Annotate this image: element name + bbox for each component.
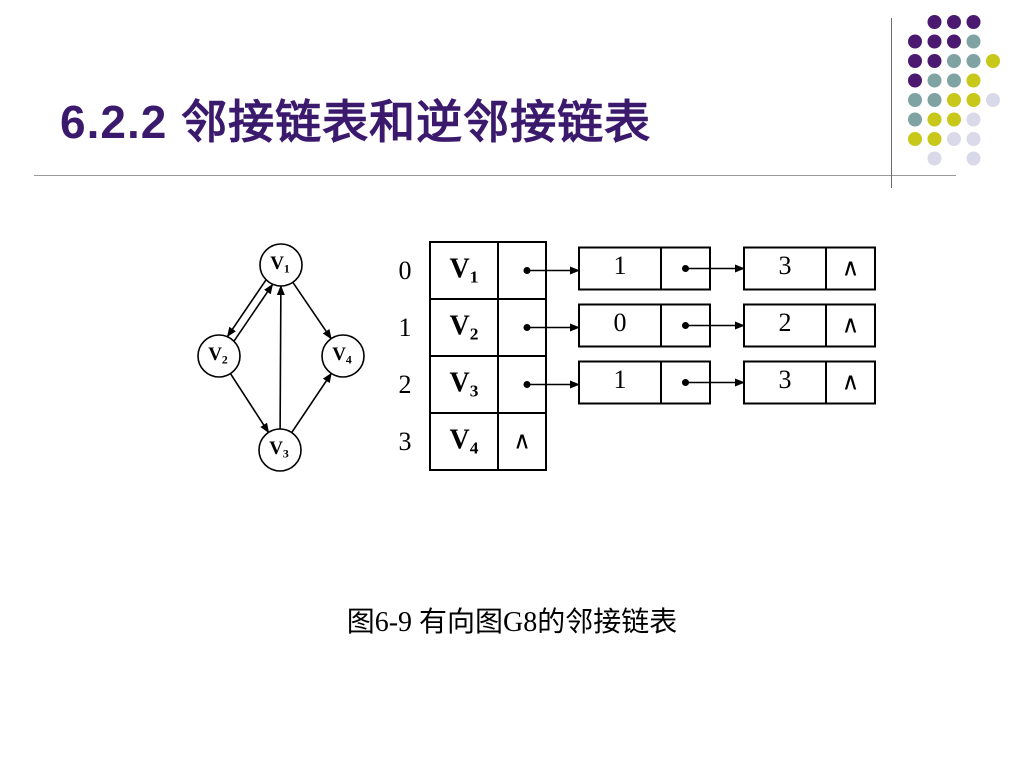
edge-v3-v1 [276, 284, 285, 430]
dot-teal [927, 73, 942, 88]
vertex-node-v1 [259, 243, 303, 287]
null-terminator: ∧ [842, 256, 860, 282]
dot-yellow [986, 54, 1000, 68]
list-node-next-cell [825, 303, 876, 348]
dot-lavender [947, 132, 961, 146]
list-node-data-cell [743, 360, 827, 405]
dot-yellow [966, 93, 981, 107]
vertex-node-v3 [258, 428, 302, 472]
list-node-value: 2 [779, 308, 792, 337]
list-node-value: 3 [779, 251, 792, 280]
list-node-data-cell [743, 246, 827, 291]
dot-purple [927, 15, 942, 29]
row-index: 0 [399, 256, 412, 285]
vertex-label-v4: V4 [332, 344, 352, 366]
dot-yellow [927, 112, 942, 127]
null-terminator: ∧ [842, 370, 860, 396]
head-vertex-label: V1 [450, 253, 479, 286]
dot-purple [908, 34, 922, 49]
list-node-data-cell [578, 360, 662, 405]
dot-lavender [966, 151, 981, 166]
dot-yellow [908, 132, 922, 146]
dot-teal [908, 112, 922, 127]
dot-yellow [927, 132, 942, 146]
row-index: 1 [399, 313, 412, 342]
vertical-rule [891, 18, 892, 188]
edge-v1-v4 [292, 281, 332, 340]
list-node-value: 1 [614, 251, 627, 280]
head-vertex-label: V3 [450, 367, 479, 400]
list-node-value: 1 [614, 365, 627, 394]
vertex-label-v3: V3 [269, 438, 289, 460]
dot-teal [966, 54, 981, 68]
figure-caption: 图6-9 有向图G8的邻接链表 [346, 607, 678, 638]
dot-teal [927, 93, 942, 107]
list-node-data-cell [578, 303, 662, 348]
dot-purple [927, 34, 942, 49]
list-node-value: 3 [779, 365, 792, 394]
dot-yellow [947, 112, 961, 127]
dot-lavender [966, 132, 981, 146]
dot-purple [927, 54, 942, 68]
dot-yellow [966, 73, 981, 88]
edge-v3-v4 [291, 372, 332, 434]
edge-v1-v2 [226, 279, 267, 338]
head-vertex-label: V4 [450, 424, 479, 457]
vertex-node-v2 [197, 334, 241, 378]
decorative-dot-grid [908, 15, 1000, 166]
dot-purple [966, 15, 981, 29]
dot-lavender [966, 112, 981, 127]
list-node-value: 0 [614, 308, 627, 337]
vertex-label-v2: V2 [208, 344, 228, 366]
slide-title: 6.2.2 邻接链表和逆邻接链表 [60, 96, 652, 148]
row-index: 2 [399, 370, 412, 399]
null-terminator: ∧ [842, 313, 860, 339]
list-node-data-cell [743, 303, 827, 348]
dot-teal [908, 93, 922, 107]
title-rule [34, 175, 956, 176]
head-vertex-label: V2 [450, 310, 479, 343]
dot-teal [947, 54, 961, 68]
dot-lavender [927, 151, 942, 166]
dot-teal [966, 34, 981, 49]
dot-yellow [947, 93, 961, 107]
dot-purple [908, 73, 922, 88]
dot-teal [947, 73, 961, 88]
vertex-label-v1: V1 [270, 253, 290, 275]
head-vertex-cell [429, 412, 499, 471]
list-node-next-cell [825, 246, 876, 291]
vertex-node-v4 [321, 334, 365, 378]
null-terminator: ∧ [513, 429, 531, 455]
edge-v2-v3 [229, 373, 270, 434]
dot-purple [947, 34, 961, 49]
head-pointer-cell [497, 412, 547, 471]
dot-purple [947, 15, 961, 29]
edge-v2-v1 [233, 283, 274, 342]
list-node-data-cell [578, 246, 662, 291]
row-index: 3 [399, 427, 412, 456]
list-node-next-cell [825, 360, 876, 405]
dot-purple [908, 54, 922, 68]
head-vertex-cell [429, 241, 499, 300]
dot-lavender [986, 93, 1000, 107]
